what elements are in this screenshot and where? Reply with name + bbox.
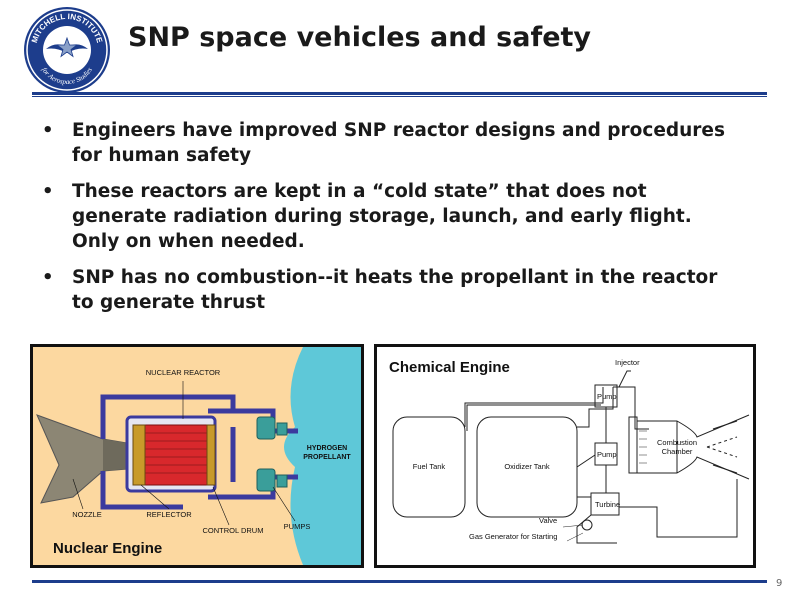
- nuclear-engine-figure: NUCLEAR REACTOR HYDROGEN PROPELLANT NOZZ…: [30, 344, 364, 568]
- chemical-engine-caption: Chemical Engine: [389, 359, 510, 376]
- bullet-dot-icon: •: [42, 267, 54, 288]
- label-reflector: REFLECTOR: [146, 510, 192, 519]
- label-turbine: Turbine: [595, 500, 620, 509]
- coolant-pipe: [100, 394, 236, 439]
- label-gas-generator: Gas Generator for Starting: [469, 532, 557, 541]
- bullet-list: • Engineers have improved SNP reactor des…: [40, 118, 740, 326]
- nuclear-engine-diagram: NUCLEAR REACTOR HYDROGEN PROPELLANT NOZZ…: [36, 347, 361, 565]
- turbine-shape: [590, 492, 620, 516]
- coolant-pipe: [100, 471, 183, 510]
- nuclear-engine-caption: Nuclear Engine: [53, 540, 163, 557]
- bullet-item: • Engineers have improved SNP reactor des…: [40, 118, 740, 168]
- pump-shape: [256, 416, 276, 440]
- title-divider-thin: [32, 96, 767, 97]
- label-fuel-tank: Fuel Tank: [413, 462, 446, 471]
- bullet-text: Engineers have improved SNP reactor desi…: [72, 120, 725, 166]
- chemical-engine-figure: Injector Pump Pump Fuel Tank Oxidizer Ta…: [374, 344, 756, 568]
- pump-housing-shape: [276, 422, 288, 436]
- bullet-dot-icon: •: [42, 181, 54, 202]
- hydrogen-plume-shape: [284, 347, 361, 565]
- label-hydrogen: HYDROGEN: [307, 445, 347, 452]
- bullet-text: SNP has no combustion--it heats the prop…: [72, 267, 718, 313]
- label-pump-mid: Pump: [597, 450, 617, 459]
- reflector-shape: [132, 424, 146, 486]
- label-nozzle: NOZZLE: [72, 510, 102, 519]
- label-valve: Valve: [539, 516, 557, 525]
- label-control-drum: CONTROL DRUM: [203, 526, 264, 535]
- bullet-item: • SNP has no combustion--it heats the pro…: [40, 265, 740, 315]
- page-number: 9: [776, 578, 783, 589]
- bullet-item: • These reactors are kept in a “cold stat…: [40, 179, 740, 254]
- combustion-chamber-shape: [637, 414, 750, 480]
- slide-title: SNP space vehicles and safety: [128, 22, 592, 53]
- reactor-core-shape: [144, 424, 208, 486]
- label-chamber: Chamber: [662, 447, 693, 456]
- label-injector: Injector: [615, 358, 640, 367]
- label-pumps: PUMPS: [284, 522, 311, 531]
- bullet-dot-icon: •: [42, 120, 54, 141]
- fuel-tank-shape: [392, 416, 466, 518]
- label-oxidizer-tank: Oxidizer Tank: [504, 462, 550, 471]
- control-drum-shape: [206, 424, 216, 486]
- label-pump-top: Pump: [597, 392, 617, 401]
- bullet-text: These reactors are kept in a “cold state…: [72, 181, 692, 252]
- title-divider: [32, 92, 767, 95]
- label-nuclear-reactor: NUCLEAR REACTOR: [146, 368, 221, 377]
- mitchell-institute-logo: MITCHELL INSTITUTE for Aerospace Studies: [24, 7, 110, 93]
- pump-shape: [256, 468, 276, 492]
- chemical-engine-diagram: Injector Pump Pump Fuel Tank Oxidizer Ta…: [392, 358, 750, 544]
- valve-shape: [581, 519, 593, 531]
- label-propellant: PROPELLANT: [303, 454, 351, 461]
- nozzle-throat-shape: [103, 439, 127, 471]
- label-combustion: Combustion: [657, 438, 697, 447]
- footer-divider: [32, 580, 767, 583]
- pump-housing-shape: [276, 474, 288, 488]
- injector-shape: [628, 416, 638, 474]
